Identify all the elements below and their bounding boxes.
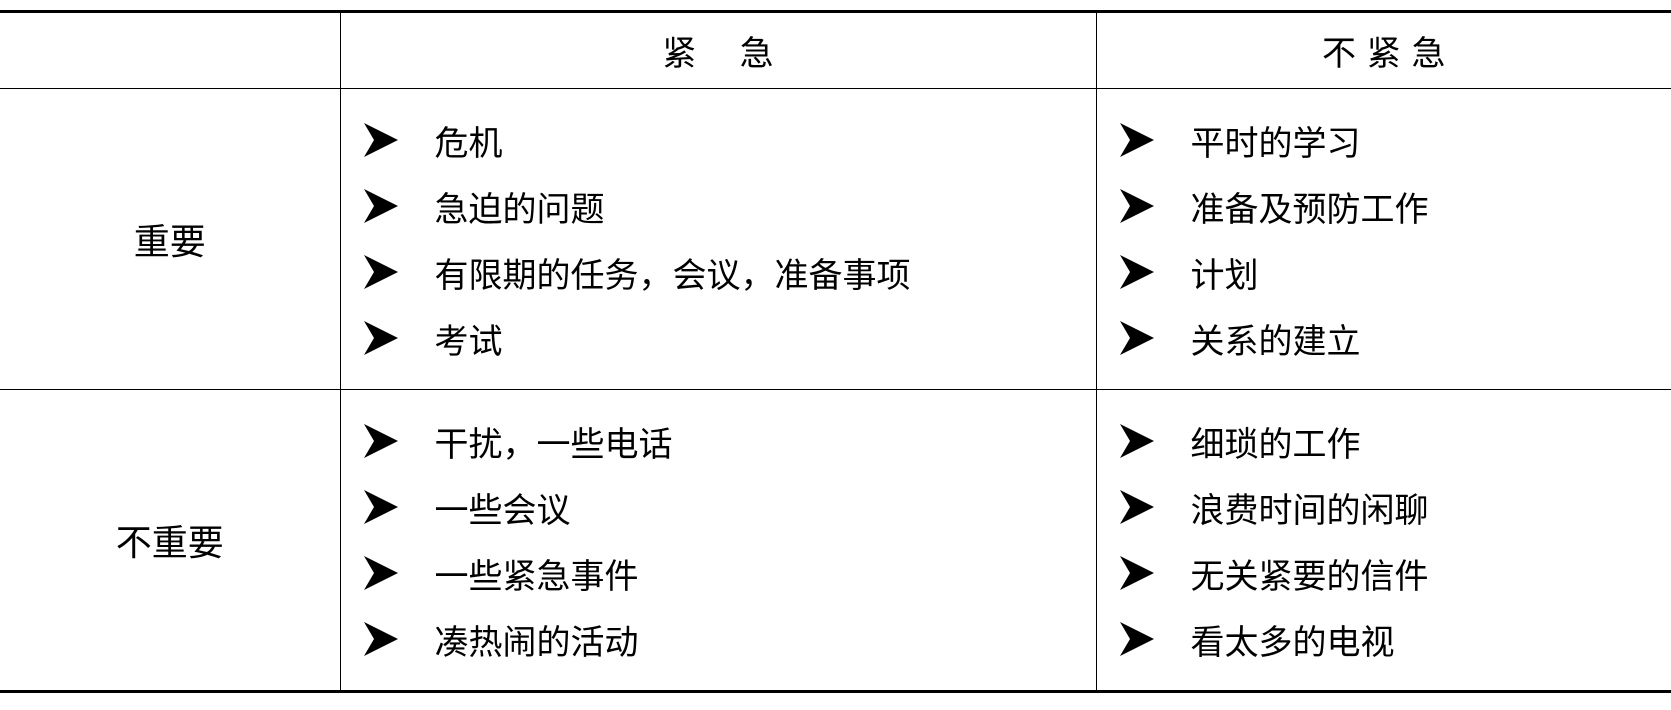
list-item: 干扰，一些电话 [361,408,1096,474]
cell-not-important-urgent: 干扰，一些电话一些会议一些紧急事件凑热闹的活动 [339,389,1096,692]
list-item: 一些会议 [361,474,1096,540]
list-item-text: 凑热闹的活动 [434,622,639,663]
arrowhead-bullet-icon [361,619,401,659]
arrowhead-bullet-icon [1117,252,1157,292]
arrowhead-bullet-icon [361,421,401,461]
list-item-text: 关系的建立 [1190,321,1361,362]
arrowhead-bullet-icon [1117,619,1157,659]
arrowhead-bullet-icon [361,318,401,358]
header-not-urgent: 不 紧 急 [1095,11,1671,89]
row-not-important: 不重要 干扰，一些电话一些会议一些紧急事件凑热闹的活动 细琐的工作浪费时间的闲聊… [0,389,1671,692]
arrowhead-bullet-icon [1117,186,1157,226]
list-item: 一些紧急事件 [361,540,1096,606]
list-item-text: 危机 [434,123,503,164]
list-item: 考试 [361,305,1096,371]
list-item: 急迫的问题 [361,173,1096,239]
arrowhead-bullet-icon [361,120,401,160]
cell-not-important-not-urgent: 细琐的工作浪费时间的闲聊无关紧要的信件看太多的电视 [1095,389,1671,692]
row-label-not-important: 不重要 [0,389,340,692]
list-item-text: 看太多的电视 [1190,622,1395,663]
cell-important-urgent: 危机急迫的问题有限期的任务，会议，准备事项考试 [339,88,1096,390]
list-item-text: 无关紧要的信件 [1190,556,1429,597]
list-item: 凑热闹的活动 [361,606,1096,672]
list-item-text: 考试 [434,321,503,362]
list-important-not-urgent: 平时的学习准备及预防工作计划关系的建立 [1097,107,1671,371]
list-not-important-not-urgent: 细琐的工作浪费时间的闲聊无关紧要的信件看太多的电视 [1097,408,1671,672]
header-corner [0,11,340,89]
list-item: 细琐的工作 [1117,408,1671,474]
arrowhead-bullet-icon [1117,120,1157,160]
list-item-text: 浪费时间的闲聊 [1190,490,1429,531]
list-item-text: 平时的学习 [1190,123,1361,164]
list-item: 计划 [1117,239,1671,305]
list-item: 平时的学习 [1117,107,1671,173]
arrowhead-bullet-icon [361,186,401,226]
arrowhead-bullet-icon [361,553,401,593]
list-item: 关系的建立 [1117,305,1671,371]
header-row: 紧 急 不 紧 急 [0,11,1671,89]
list-item-text: 准备及预防工作 [1190,189,1429,230]
list-item-text: 一些会议 [434,490,571,531]
list-item: 准备及预防工作 [1117,173,1671,239]
arrowhead-bullet-icon [361,487,401,527]
row-label-important: 重要 [0,88,340,390]
list-item-text: 干扰，一些电话 [434,424,673,465]
priority-matrix-table: 紧 急 不 紧 急 重要 危机急迫的问题有限期的任务，会议，准备事项考试 平时的… [0,10,1671,693]
list-item-text: 急迫的问题 [434,189,605,230]
row-important: 重要 危机急迫的问题有限期的任务，会议，准备事项考试 平时的学习准备及预防工作计… [0,88,1671,390]
header-urgent: 紧 急 [339,11,1096,89]
arrowhead-bullet-icon [1117,318,1157,358]
list-item: 有限期的任务，会议，准备事项 [361,239,1096,305]
arrowhead-bullet-icon [1117,421,1157,461]
arrowhead-bullet-icon [361,252,401,292]
list-item-text: 一些紧急事件 [434,556,639,597]
list-item-text: 计划 [1190,255,1259,296]
list-important-urgent: 危机急迫的问题有限期的任务，会议，准备事项考试 [341,107,1096,371]
list-not-important-urgent: 干扰，一些电话一些会议一些紧急事件凑热闹的活动 [341,408,1096,672]
arrowhead-bullet-icon [1117,553,1157,593]
list-item: 无关紧要的信件 [1117,540,1671,606]
list-item: 危机 [361,107,1096,173]
list-item: 看太多的电视 [1117,606,1671,672]
list-item: 浪费时间的闲聊 [1117,474,1671,540]
arrowhead-bullet-icon [1117,487,1157,527]
list-item-text: 有限期的任务，会议，准备事项 [434,255,911,296]
cell-important-not-urgent: 平时的学习准备及预防工作计划关系的建立 [1095,88,1671,390]
list-item-text: 细琐的工作 [1190,424,1361,465]
